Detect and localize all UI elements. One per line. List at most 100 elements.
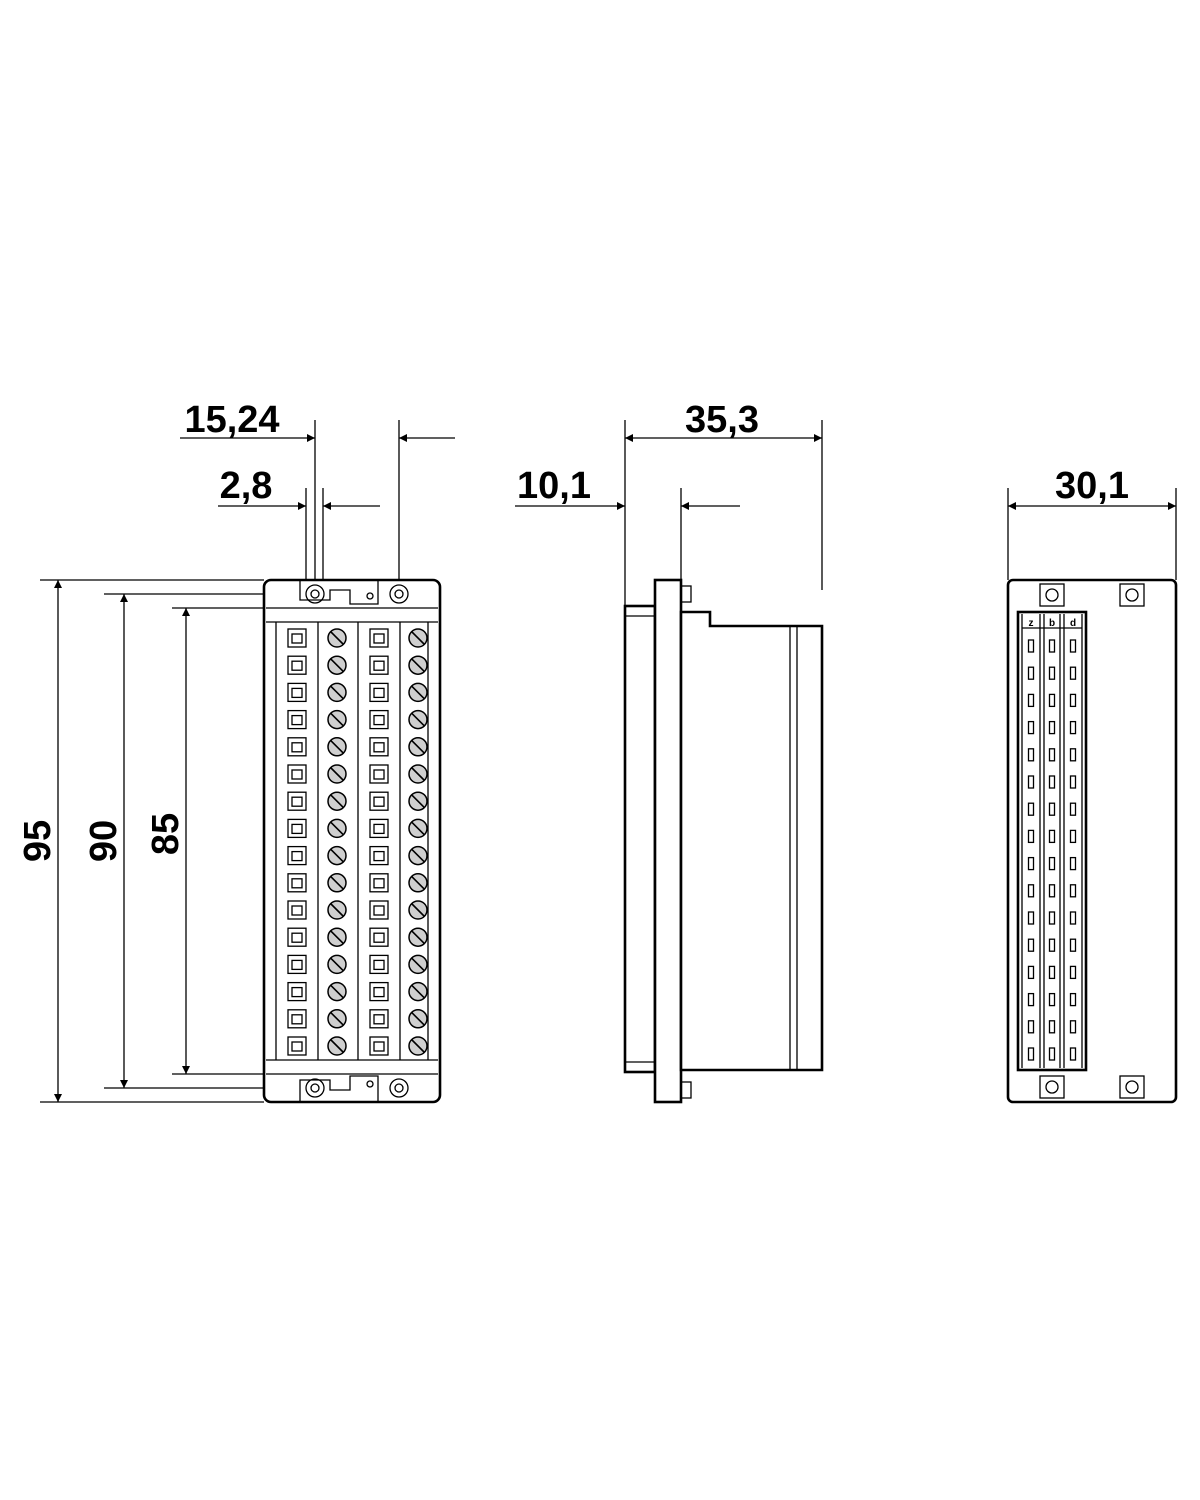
contact-slot-icon (1027, 693, 1035, 708)
mounting-hole-icon (305, 584, 325, 604)
contact-slot-icon (1069, 639, 1077, 653)
contact-slot-icon (1069, 666, 1077, 680)
wire-entry-icon (287, 628, 307, 648)
wire-entry-icon (369, 764, 389, 784)
mounting-hole-icon (1125, 1080, 1139, 1094)
wire-entry-icon (287, 873, 307, 893)
screw-icon (327, 1036, 347, 1056)
dimension-side-flange: 10,1 (517, 465, 591, 507)
contact-slot-icon (1069, 720, 1077, 735)
wire-entry-icon (369, 927, 389, 947)
contact-slot-icon (1027, 802, 1035, 816)
contact-slot-icon (1027, 748, 1035, 762)
rear-view: z b d (1006, 578, 1178, 1104)
screw-icon (327, 682, 347, 703)
screw-icon (327, 818, 347, 839)
wire-entry-icon (287, 1036, 307, 1056)
wire-entry-icon (369, 900, 389, 920)
wire-entry-icon (369, 981, 389, 1002)
screw-icon (327, 628, 347, 648)
contact-slot-icon (1027, 1047, 1035, 1061)
wire-entry-icon (287, 682, 307, 703)
wire-entry-icon (287, 845, 307, 866)
screw-icon (327, 845, 347, 866)
contact-slot-icon (1069, 693, 1077, 708)
wire-entry-icon (369, 1009, 389, 1029)
screw-icon (327, 764, 347, 784)
dimension-front-offset: 2,8 (220, 465, 273, 507)
screw-icon (408, 927, 428, 947)
side-flange (653, 578, 683, 1104)
contact-slot-icon (1048, 938, 1056, 952)
side-main-body (679, 610, 824, 1072)
contact-slot-icon (1027, 911, 1035, 925)
contact-slot-icon (1027, 829, 1035, 844)
screw-icon (408, 981, 428, 1002)
wire-entry-icon (287, 764, 307, 784)
contact-slot-icon (1048, 911, 1056, 925)
screw-icon (327, 655, 347, 675)
wire-entry-icon (369, 791, 389, 811)
contact-slot-icon (1069, 1020, 1077, 1034)
mounting-hole-icon (305, 1078, 325, 1098)
screw-icon (408, 900, 428, 920)
contact-slot-icon (1048, 856, 1056, 871)
contact-slot-icon (1048, 775, 1056, 789)
screw-icon (327, 900, 347, 920)
contact-slot-icon (1048, 802, 1056, 816)
contact-slot-icon (1069, 775, 1077, 789)
contact-slot-icon (1048, 992, 1056, 1007)
wire-entry-icon (287, 981, 307, 1002)
contact-slot-icon (1048, 666, 1056, 680)
contact-slot-icon (1069, 748, 1077, 762)
contact-slot-icon (1069, 992, 1077, 1007)
wire-entry-icon (287, 791, 307, 811)
screw-icon (408, 1009, 428, 1029)
dimension-height-mounting: 90 (83, 820, 125, 862)
wire-entry-icon (369, 954, 389, 975)
rear-dimensions: 30,1 (1007, 465, 1177, 580)
wire-entry-icon (369, 682, 389, 703)
wire-entry-icon (369, 873, 389, 893)
dimension-front-pitch: 15,24 (184, 399, 279, 441)
wire-entry-icon (287, 737, 307, 757)
mounting-hole-icon (1045, 588, 1059, 602)
screw-icon (408, 954, 428, 975)
screw-icon (408, 737, 428, 757)
contact-slot-icon (1069, 938, 1077, 952)
wire-entry-icon (369, 845, 389, 866)
contact-slot-icon (1048, 829, 1056, 844)
contact-slot-icon (1069, 965, 1077, 980)
wire-entry-icon (287, 709, 307, 730)
wire-entry-icon (287, 900, 307, 920)
screw-icon (327, 737, 347, 757)
wire-entry-icon (287, 927, 307, 947)
front-housing (262, 578, 442, 1104)
contact-slot-icon (1048, 693, 1056, 708)
wire-entry-icon (287, 655, 307, 675)
contact-slot-icon (1069, 911, 1077, 925)
screw-icon (408, 655, 428, 675)
wire-entry-icon (287, 954, 307, 975)
rear-column-label-d: d (1070, 618, 1076, 629)
contact-slot-icon (1069, 1047, 1077, 1061)
mounting-hole-icon (389, 584, 409, 604)
wire-entry-icon (369, 655, 389, 675)
contact-slot-icon (1069, 829, 1077, 844)
contact-slot-icon (1027, 775, 1035, 789)
front-terminal-rows (287, 628, 428, 1056)
screw-icon (408, 628, 428, 648)
contact-slot-icon (1027, 1020, 1035, 1034)
screw-icon (327, 927, 347, 947)
contact-slot-icon (1027, 666, 1035, 680)
contact-slot-icon (1048, 1047, 1056, 1061)
mounting-hole-icon (389, 1078, 409, 1098)
contact-slot-icon (1048, 965, 1056, 980)
screw-icon (408, 873, 428, 893)
rear-contact-rows (1027, 639, 1077, 1061)
contact-slot-icon (1069, 802, 1077, 816)
screw-icon (408, 791, 428, 811)
wire-entry-icon (287, 818, 307, 839)
screw-icon (327, 709, 347, 730)
